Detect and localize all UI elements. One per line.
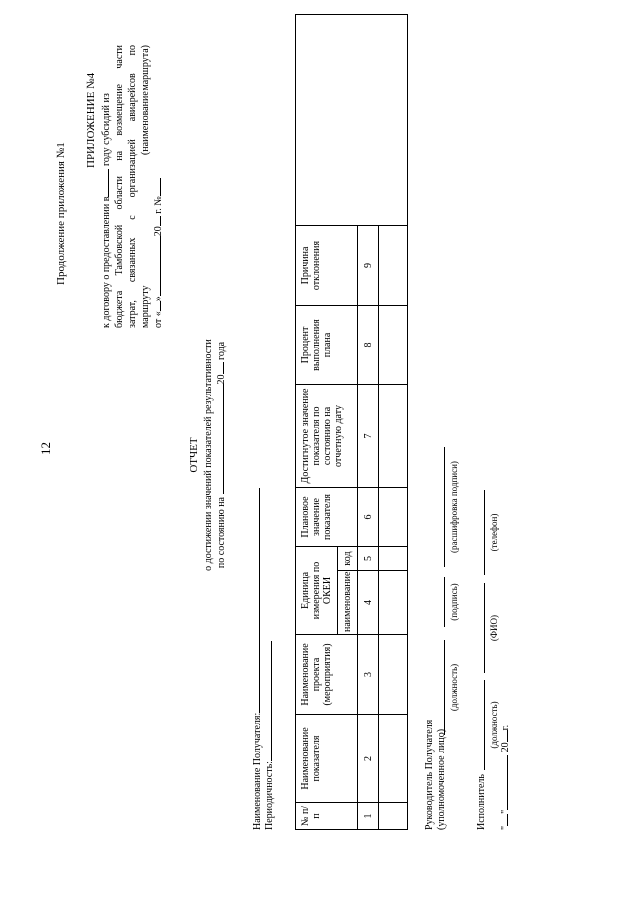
recipient-field: Наименование Получателя: (252, 487, 263, 830)
header-project-name: Наименование проекта (мероприятия) (295, 634, 358, 715)
appendix-line-1: к договору о предоставлении в году субси… (101, 93, 112, 328)
signature-caption: (подпись) (449, 583, 459, 621)
executor-fio-caption: (ФИО) (489, 614, 499, 642)
appendix-title: ПРИЛОЖЕНИЕ №4 (85, 72, 97, 168)
header-achieved-value: Достигнутое значение показателя по состо… (295, 384, 358, 488)
table-cell (378, 546, 408, 571)
periodicity-field: Периодичность: (264, 641, 275, 830)
table-cell (378, 384, 408, 488)
header-deviation-reason: Причина отклонения (295, 225, 358, 306)
position-line (444, 640, 445, 735)
signature-decode-caption: (расшифровка подписи) (449, 461, 459, 553)
table-cell (378, 570, 408, 635)
header-indicator-name: Наименование показателя (295, 714, 358, 803)
header-unit-group: Единица измерения по ОКЕИ (295, 546, 338, 635)
table-cell (378, 714, 408, 803)
head-of-recipient-label: Руководитель Получателя (424, 719, 435, 830)
header-planned-value: Плановое значение показателя (295, 487, 358, 547)
executor-phone-line (484, 490, 485, 575)
header-completion-percent: Процент выполнения плана (295, 305, 358, 385)
col-number: 6 (357, 487, 379, 547)
table-cell (378, 634, 408, 715)
signature-date: "" 20г. (500, 724, 511, 830)
col-number: 2 (357, 714, 379, 803)
continuation-note: Продолжение приложения №1 (55, 142, 67, 285)
report-title: ОТЧЕТ (188, 437, 200, 473)
executor-fio-line (484, 583, 485, 673)
appendix-line-5: от «»20 г. № (153, 178, 164, 328)
report-subtitle: о достижении значений показателей резуль… (203, 339, 214, 571)
table-header-row: № п/п Наименование показателя Наименован… (295, 14, 408, 830)
table-cell (378, 487, 408, 547)
executor-position-line (484, 680, 485, 770)
report-date-line: по состоянию на 20 года (216, 341, 227, 569)
header-unit-name: наименование (337, 570, 358, 635)
authorized-person-label: (уполномоченное лицо) (436, 728, 447, 830)
col-number: 9 (357, 225, 379, 306)
table-extra-column (295, 14, 408, 226)
executor-label: Исполнитель (476, 774, 487, 830)
indicators-table: № п/п Наименование показателя Наименован… (295, 14, 408, 830)
signature-line (444, 577, 445, 627)
table-cell (378, 802, 408, 830)
col-number: 3 (357, 634, 379, 715)
page-number: 12 (38, 442, 53, 455)
col-number: 1 (357, 802, 379, 830)
appendix-line-3: затрат, связанных с организацией авиарей… (127, 45, 138, 328)
col-number: 4 (357, 570, 379, 635)
header-unit-code: код (337, 546, 358, 571)
table-cell (378, 225, 408, 306)
executor-phone-caption: (телефон) (489, 513, 499, 552)
position-caption: (должность) (449, 663, 459, 712)
appendix-line-2: бюджета Тамбовской области на возмещение… (114, 45, 125, 328)
header-number: № п/п (295, 802, 358, 830)
signature-decode-line (444, 447, 445, 567)
executor-position-caption: (должность) (489, 701, 499, 749)
col-number: 7 (357, 384, 379, 488)
table-cell (378, 305, 408, 385)
col-number: 8 (357, 305, 379, 385)
col-number: 5 (357, 546, 379, 571)
